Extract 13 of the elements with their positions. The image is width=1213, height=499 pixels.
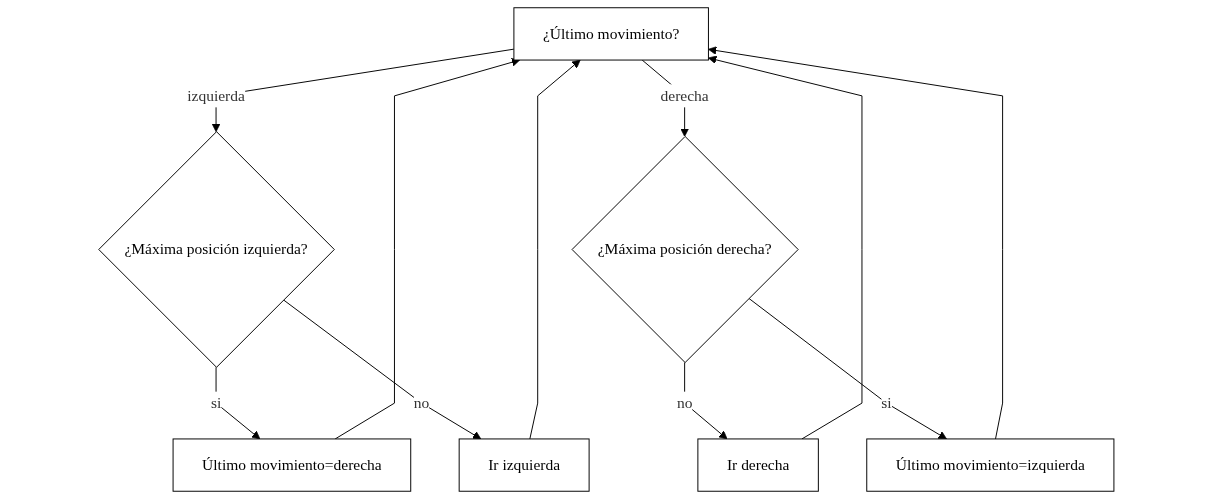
node-diamond: ¿Máxima posición derecha? xyxy=(571,135,799,364)
node-diamond: ¿Máxima posición izquierda? xyxy=(98,131,335,368)
edge-label: si xyxy=(211,394,222,411)
edge-label: si xyxy=(881,394,892,411)
edge-label: no xyxy=(413,394,430,411)
node-box: ¿Último movimiento? xyxy=(513,7,710,61)
edge-label: izquierda xyxy=(187,87,246,104)
node-box: Último movimiento=derecha xyxy=(172,438,412,492)
node-box: Último movimiento=izquierda xyxy=(866,438,1115,492)
node-box: Ir derecha xyxy=(697,438,819,492)
edge-label: no xyxy=(677,394,693,411)
edge-label: derecha xyxy=(660,87,709,104)
node-box: Ir izquierda xyxy=(458,438,590,492)
